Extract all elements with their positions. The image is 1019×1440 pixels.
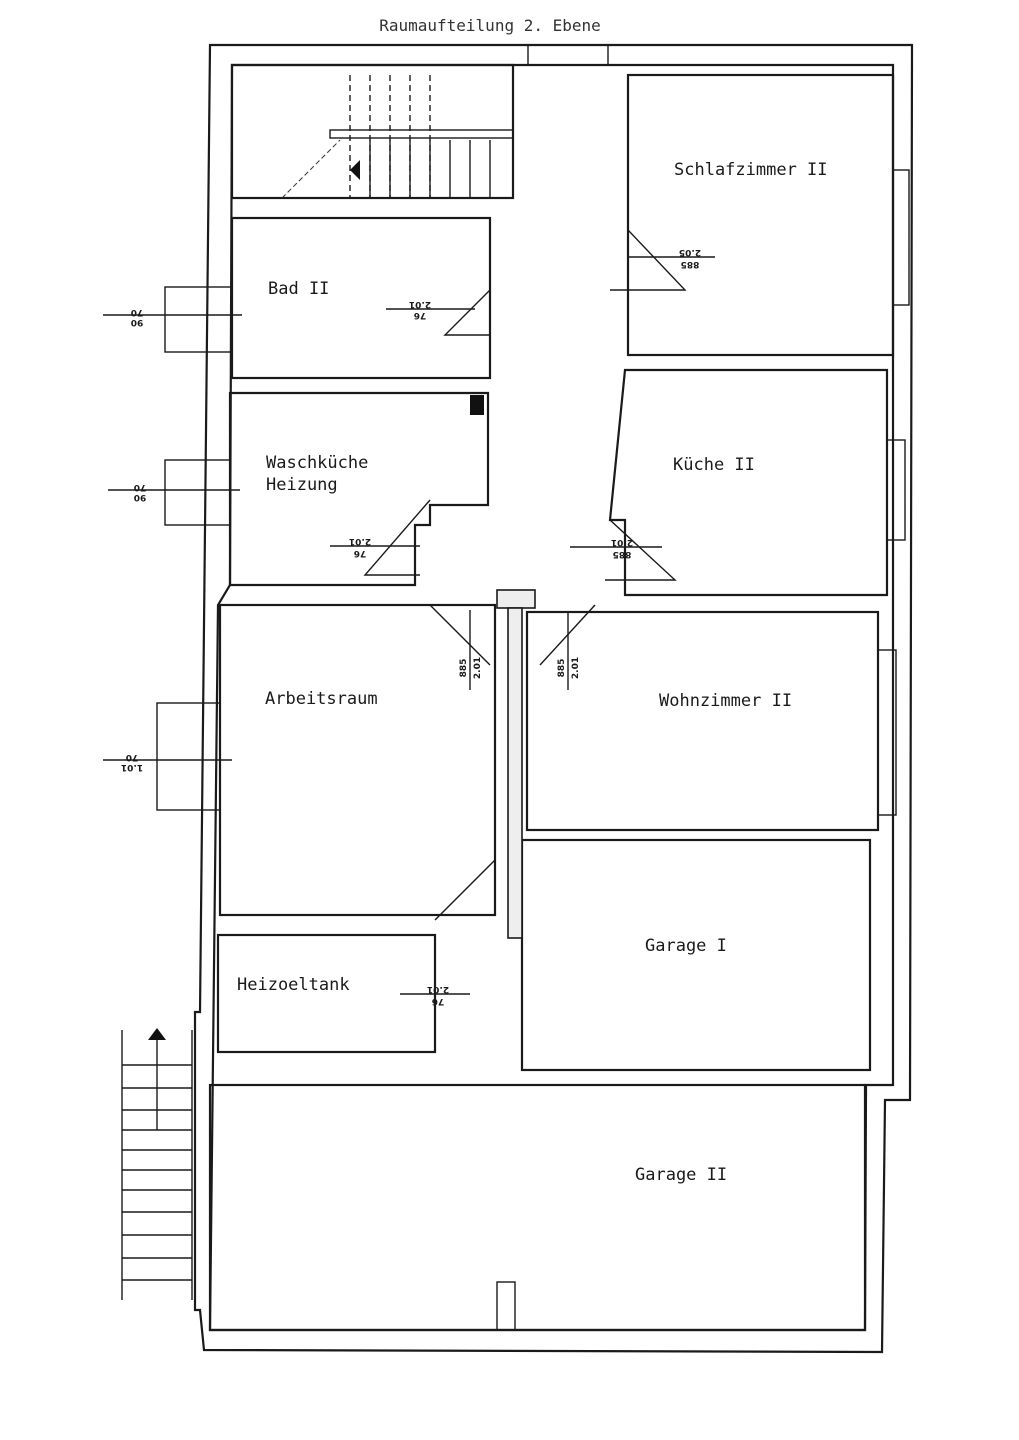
label-kueche: Küche II <box>673 455 755 475</box>
window-bad <box>164 286 233 353</box>
label-waschkueche: Waschküche <box>266 453 368 473</box>
label-arbeitsraum: Arbeitsraum <box>265 689 378 709</box>
window-kueche <box>886 439 906 541</box>
top-window <box>527 44 609 66</box>
window-waschkueche <box>164 459 231 526</box>
outer-wall <box>193 43 914 1354</box>
outer-staircase <box>121 1030 193 1300</box>
room-waschkueche <box>228 391 490 587</box>
dim-label: 885 <box>557 659 567 678</box>
dim-label: 2.01 <box>571 657 581 679</box>
dim-label: 2.01 <box>473 657 483 679</box>
window-wohnzimmer <box>877 649 897 816</box>
dim-label: 885 <box>681 259 700 269</box>
dim-label: 70 <box>131 307 144 317</box>
dim-label: 90 <box>131 317 144 327</box>
label-schlafzimmer: Schlafzimmer II <box>674 160 828 180</box>
room-kueche <box>608 368 889 597</box>
label-garage-1: Garage I <box>645 936 727 956</box>
central-pillar <box>496 589 536 609</box>
window-arbeitsraum <box>156 702 221 811</box>
dim-label: 2.01 <box>409 299 431 309</box>
top-staircase <box>230 63 515 200</box>
room-schlafzimmer <box>626 73 895 357</box>
room-garage-1 <box>520 838 872 1072</box>
stair-arrow-icon <box>148 1028 166 1040</box>
window-schlafzimmer <box>892 169 910 306</box>
dim-label: 885 <box>613 549 632 559</box>
dim-label: 70 <box>134 482 147 492</box>
dimension-lines <box>103 256 715 995</box>
garage-pillar <box>496 1281 516 1331</box>
plan-title: Raumaufteilung 2. Ebene <box>379 16 601 35</box>
room-garage-2 <box>208 1083 867 1332</box>
chimney-icon <box>470 395 484 415</box>
dim-label: 1.01 <box>121 762 143 772</box>
door-swings <box>363 229 687 921</box>
label-bad: Bad II <box>268 279 329 299</box>
label-wohnzimmer: Wohnzimmer II <box>659 691 792 711</box>
dim-label: 76 <box>432 996 445 1006</box>
dim-label: 76 <box>354 548 367 558</box>
label-garage-2: Garage II <box>635 1165 727 1185</box>
dim-label: 2.01 <box>349 536 371 546</box>
dim-label: 76 <box>414 310 427 320</box>
room-wohnzimmer <box>525 610 880 832</box>
room-arbeitsraum <box>218 603 497 917</box>
dim-label: 885 <box>459 659 469 678</box>
dim-label: 2.01 <box>427 984 449 994</box>
dim-label: 90 <box>134 492 147 502</box>
central-wall <box>507 607 523 939</box>
dimension-labels: 70 90 70 90 70 1.01 2.01 76 2.05 885 2.0… <box>121 247 701 1006</box>
dim-label: 2.05 <box>679 247 701 257</box>
dim-label: 2.01 <box>611 537 633 547</box>
dim-label: 70 <box>126 752 139 762</box>
label-heizung: Heizung <box>266 475 338 495</box>
label-heizoeltank: Heizoeltank <box>237 975 350 995</box>
